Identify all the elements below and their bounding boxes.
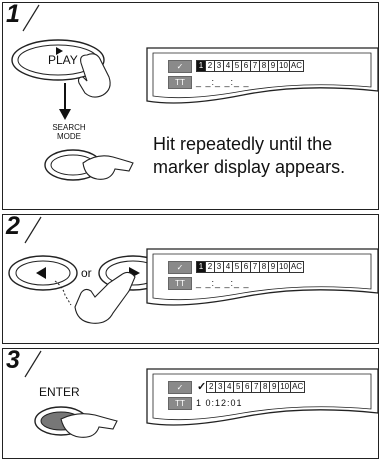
step-number: 2 xyxy=(6,214,20,240)
step-3-panel: 3 ENTER ✓ ✓ 2 3 4 5 6 7 8 9 10 AC TT 1 0… xyxy=(2,348,379,459)
title-icon: TT xyxy=(168,396,192,410)
title-row: TT _ _:_ _:_ _ xyxy=(168,276,250,290)
title-icon: TT xyxy=(168,75,192,89)
title-time-text: _ _:_ _:_ _ xyxy=(196,278,250,288)
title-row: TT _ _:_ _:_ _ xyxy=(168,75,250,89)
search-mode-button[interactable]: SEARCH MODE xyxy=(52,123,86,141)
marker-cell: AC xyxy=(290,381,306,393)
marker-cell: AC xyxy=(288,60,305,72)
marker-row: ✓ ✓ 2 3 4 5 6 7 8 9 10 AC xyxy=(168,380,306,394)
marker-check-icon: ✓ xyxy=(168,380,192,394)
play-button[interactable]: PLAY xyxy=(48,53,78,67)
marker-check-icon: ✓ xyxy=(168,260,192,274)
enter-button[interactable]: ENTER xyxy=(39,385,80,399)
or-label: or xyxy=(81,266,92,280)
title-icon: TT xyxy=(168,276,192,290)
marker-row: ✓ 1 2 3 4 5 6 7 8 9 10 AC xyxy=(168,260,305,274)
title-row: TT 1 0:12:01 xyxy=(168,396,243,410)
step-number: 3 xyxy=(6,348,20,374)
step-number: 1 xyxy=(6,2,20,28)
marker-cell: 10 xyxy=(277,261,290,273)
title-time-text: 1 0:12:01 xyxy=(196,398,243,408)
marker-cell: ✓ xyxy=(196,381,208,393)
step-2-illustration xyxy=(8,216,378,324)
left-button-drawing xyxy=(8,255,78,291)
marker-check-icon: ✓ xyxy=(168,59,192,73)
step-1-panel: 1 PLAY SEARCH MODE ✓ 1 2 3 4 5 6 7 8 9 1… xyxy=(2,2,379,210)
marker-row: ✓ 1 2 3 4 5 6 7 8 9 10 AC xyxy=(168,59,305,73)
instruction-text: Hit repeatedly until the marker display … xyxy=(153,134,346,177)
marker-cell: AC xyxy=(288,261,305,273)
step-2-panel: 2 or ✓ 1 2 3 4 5 6 7 8 9 10 AC TT _ _:_ … xyxy=(2,214,379,344)
title-time-text: _ _:_ _:_ _ xyxy=(196,77,250,87)
